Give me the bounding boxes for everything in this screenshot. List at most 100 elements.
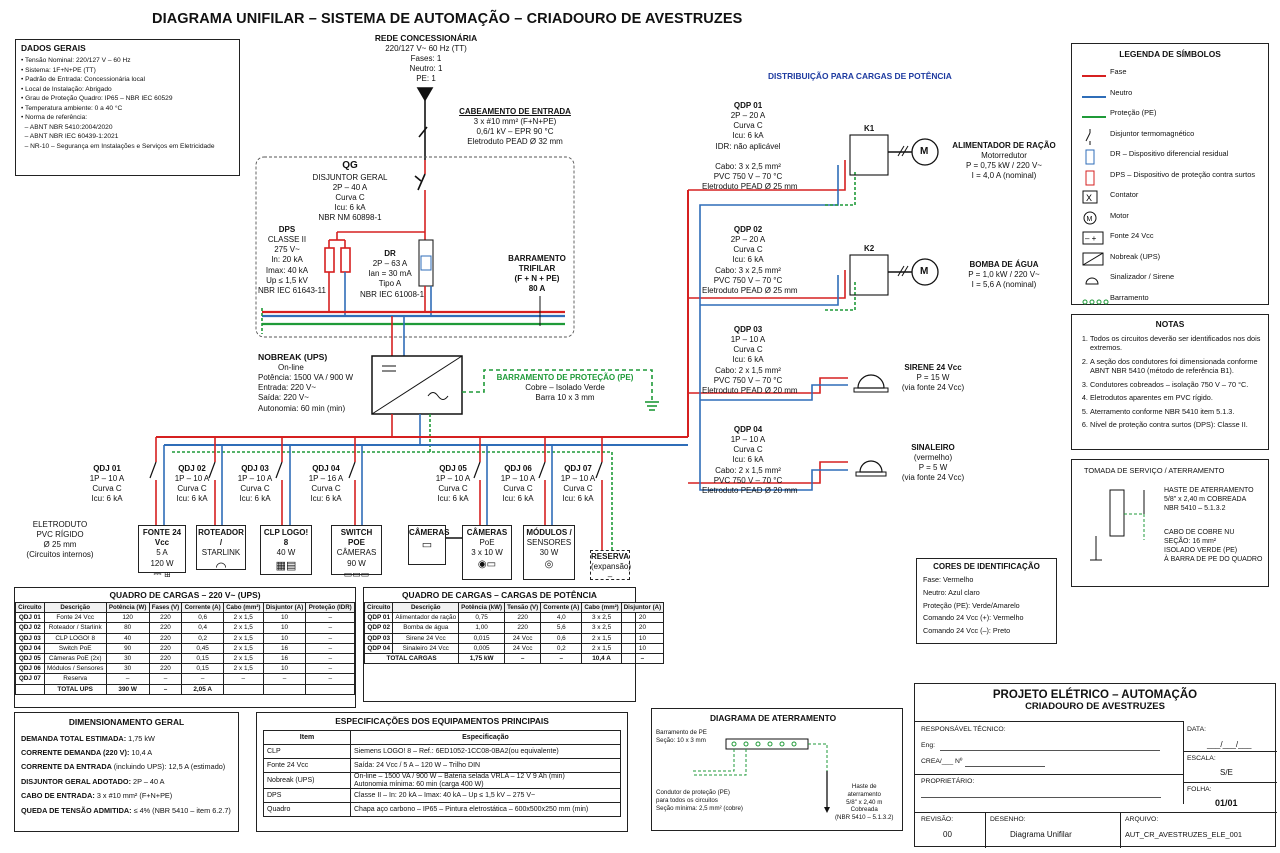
qdj-line: QDJ 01 [93, 464, 121, 473]
contactor-k2-icon [849, 254, 889, 296]
qdp-line: Icu: 6 kA [732, 255, 764, 265]
general-data-item: • Tensão Nominal: 220/127 V – 60 Hz [21, 57, 131, 64]
qdj-line: 1P – 10 A [89, 474, 125, 484]
legend-label: Disjuntor termomagnético [1110, 128, 1195, 138]
ups-icon [1082, 252, 1104, 271]
qdj-line: QDJ 02 [178, 464, 206, 473]
qdp-line: IDR: não aplicável [715, 141, 781, 151]
legend-label: DPS – Dispositivo de proteção contra sur… [1110, 169, 1256, 179]
qdp-line: PVC 750 V – 70 °C [713, 475, 783, 485]
contactor-k1-label: K1 [864, 124, 875, 133]
load-line: I = 5,6 A (nominal) [971, 280, 1037, 290]
power-load-table-heading: QUADRO DE CARGAS – CARGAS DE POTÊNCIA [402, 590, 597, 600]
plc-icon: ▦▤ [275, 559, 297, 572]
pe-busbar-label: BARRAMENTO DE PROTEÇÃO (PE) Cobre – Isol… [496, 373, 634, 403]
qdp-line: PVC 750 V – 70 °C [713, 375, 783, 385]
device-line: MÓDULOS / [526, 528, 572, 537]
grounding-diagram-panel: DIAGRAMA DE ATERRAMENTO Barramento de PE… [651, 708, 903, 831]
service-arrow-icon [416, 87, 434, 102]
service-cable-line: SEÇÃO: 16 mm² [1164, 538, 1217, 546]
device-router: ROTEADOR /STARLINK◠ [196, 525, 246, 574]
legend-label: Proteção (PE) [1110, 108, 1157, 117]
qdp-line: Icu: 6 kA [732, 131, 764, 141]
qdj-line: 1P – 10 A [237, 474, 273, 484]
table-header: Circuito [363, 601, 394, 614]
general-data-list: • Tensão Nominal: 220/127 V – 60 Hz• Sis… [21, 56, 234, 151]
table-header: Fases (V) [148, 601, 183, 614]
table-header: Proteção (IDR) [305, 601, 355, 614]
load-line: P = 15 W [916, 373, 950, 383]
load-line: Motorredutor [981, 151, 1027, 161]
page-title: DIAGRAMA UNIFILAR – SISTEMA DE AUTOMAÇÃO… [152, 11, 743, 27]
device-line: 3 x 10 W [471, 548, 503, 558]
device-line: 30 W [539, 548, 559, 558]
grounding-rod-line: aterramento [847, 790, 881, 798]
qdp-line: Eletroduto PEAD Ø 25 mm [702, 182, 798, 192]
sizing-item: DISJUNTOR GERAL ADOTADO: 2P – 40 A [21, 776, 165, 786]
table-header: Disjuntor (A) [620, 601, 665, 614]
wifi-icon: ◠ [215, 558, 227, 574]
grounding-conductor-line: para todos os circuitos [656, 796, 718, 804]
grounding-drawing [692, 738, 830, 813]
service-cable-line: ISOLADO VERDE (PE) [1164, 547, 1238, 555]
qdp-line: Eletroduto PEAD Ø 20 mm [702, 485, 798, 495]
ups-icon [371, 355, 463, 415]
notes-panel: NOTAS Todos os circuitos deverão ser ide… [1071, 314, 1269, 450]
conduit-line: (Circuitos internos) [26, 550, 94, 560]
grounding-rod-line: (NBR 5410 – 5.1.3.2) [835, 814, 894, 821]
qdp-line: Curva C [733, 445, 763, 455]
grounding-rod-line: Haste de [851, 783, 877, 790]
table-header: Descrição [392, 601, 460, 614]
device-line: CLP LOGO! 8 [263, 528, 309, 548]
qdj-line: Curva C [177, 484, 207, 494]
note-item: A seção dos condutores foi dimensionada … [1090, 357, 1262, 376]
title-block: PROJETO ELÉTRICO – AUTOMAÇÃO CRIADOURO D… [914, 683, 1277, 848]
power-load-table-panel: QUADRO DE CARGAS – CARGAS DE POTÊNCIA Ci… [363, 587, 665, 702]
legend-label: Neutro [1110, 87, 1133, 97]
table-header: Cabo (mm²) [581, 601, 622, 614]
tb-file-label: ARQUIVO: [1125, 816, 1159, 823]
grounding-heading: DIAGRAMA DE ATERRAMENTO [710, 713, 837, 723]
service-cable-line: CABO DE COBRE NU [1164, 529, 1235, 536]
rcd-icon [418, 239, 434, 287]
qdp-line: QDP 01 [733, 101, 763, 110]
load-line: SIRENE 24 Vcc [904, 363, 962, 372]
entry-cable-label: CABEAMENTO DE ENTRADA 3 x #10 mm² (F+N+P… [459, 107, 571, 147]
siren-icon [857, 374, 885, 389]
notes-list: Todos os circuitos deverão ser identific… [1078, 334, 1262, 430]
qdj-line: Icu: 6 kA [91, 494, 123, 504]
sizing-item: CORRENTE DEMANDA (220 V): 10,4 A [21, 748, 153, 758]
qdj-line: Icu: 6 kA [239, 494, 271, 504]
svg-text:– +: – + [1085, 234, 1097, 243]
qdj-line: Curva C [503, 484, 533, 494]
tb-file-value: AUT_CR_AVESTRUZES_ELE_001 [1125, 830, 1242, 839]
device-line: 90 W [347, 558, 366, 568]
device-line: 5 A [156, 548, 168, 558]
note-item: Nível de proteção contra surtos (DPS): C… [1090, 420, 1262, 429]
tb-resp: RESPONSÁVEL TÉCNICO: [921, 726, 1006, 733]
color-code-item: Comando 24 Vcc (–): Preto [923, 626, 1011, 636]
legend-label: Sinalizador / Sirene [1110, 272, 1175, 281]
load-line: (vermelho) [913, 453, 953, 463]
spd-icon [324, 247, 335, 273]
sizing-item: CABO DE ENTRADA: 3 x #10 mm² (F+N+PE) [21, 791, 173, 801]
pe-line [1082, 108, 1106, 126]
color-code-item: Proteção (PE): Verde/Amarelo [923, 600, 1020, 610]
qg-enclosure [255, 156, 575, 338]
ground-rod-drawing [1090, 489, 1145, 561]
